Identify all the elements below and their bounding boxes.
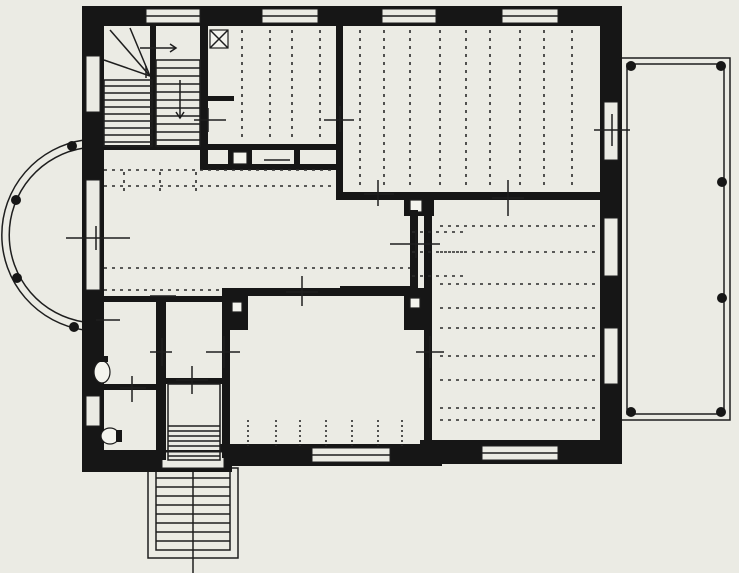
bay-post: [69, 322, 79, 332]
bay-post: [12, 273, 22, 283]
bay-window: [1, 139, 85, 332]
veranda: [619, 57, 731, 421]
beam-lines: [104, 169, 600, 421]
service-stairs: [167, 383, 221, 461]
main-staircase: [103, 27, 201, 147]
interior-walls: [96, 26, 600, 460]
veranda-post: [717, 177, 727, 187]
bay-post: [67, 141, 77, 151]
door-marks: [66, 106, 630, 402]
windows: [85, 8, 619, 469]
toilet-fixture: [100, 427, 122, 445]
veranda-post: [717, 293, 727, 303]
entrance-steps: [147, 467, 239, 573]
veranda-post: [626, 407, 636, 417]
bay-post: [11, 195, 21, 205]
veranda-post: [626, 61, 636, 71]
veranda-post: [716, 407, 726, 417]
beam-lines-vertical: [123, 30, 573, 446]
veranda-post: [716, 61, 726, 71]
toilet-fixture: [93, 356, 111, 384]
